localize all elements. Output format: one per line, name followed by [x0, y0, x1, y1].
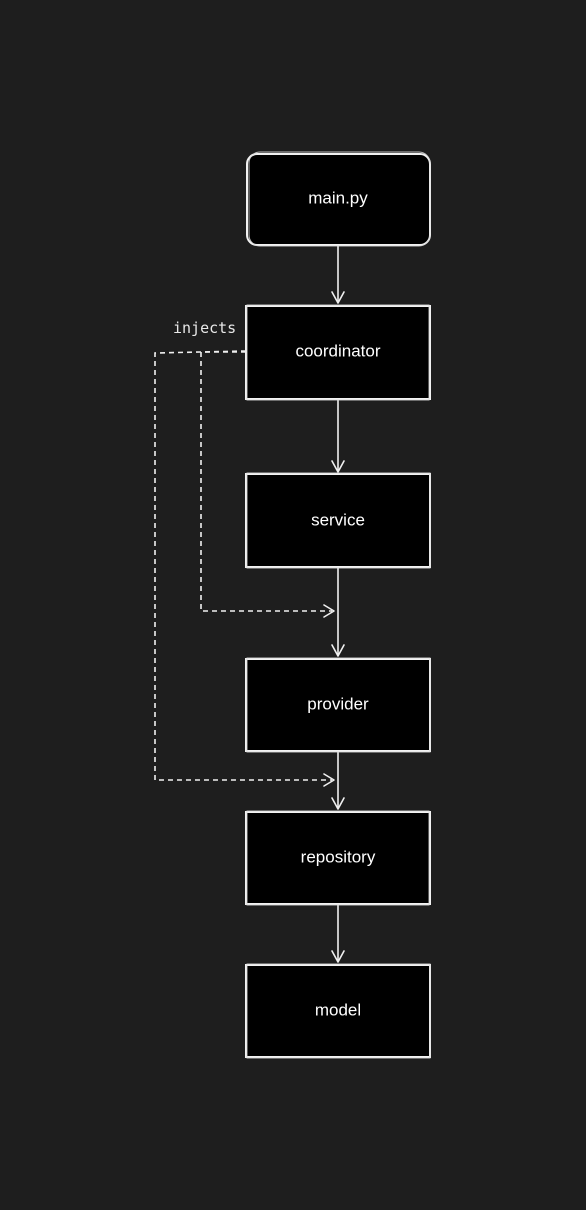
node-provider: provider	[245, 657, 431, 753]
node-repository: repository	[245, 810, 431, 906]
node-label-provider: provider	[307, 694, 369, 713]
node-label-repository: repository	[301, 847, 376, 866]
node-label-main: main.py	[308, 188, 368, 207]
node-coordinator: coordinator	[245, 304, 431, 401]
node-main: main.py	[246, 151, 431, 247]
arrowhead-coordinator-to-provider	[323, 604, 335, 618]
arrowhead-repository-to-model	[331, 950, 345, 963]
arrowhead-coordinator-to-repository	[323, 773, 335, 787]
dashed-edges	[154, 350, 335, 787]
node-label-model: model	[315, 1000, 361, 1019]
arrowhead-service-to-provider	[331, 644, 345, 657]
node-label-service: service	[311, 510, 365, 529]
node-label-coordinator: coordinator	[295, 341, 380, 360]
solid-edges	[331, 246, 345, 963]
edge-coordinator-to-repository	[154, 350, 332, 781]
node-model: model	[245, 963, 431, 1059]
node-service: service	[245, 472, 431, 569]
arrowhead-coordinator-to-service	[331, 460, 345, 473]
arrowhead-main-to-coordinator	[331, 291, 345, 304]
arrowhead-provider-to-repository	[331, 797, 345, 810]
injects-annotation: injects	[173, 319, 236, 337]
